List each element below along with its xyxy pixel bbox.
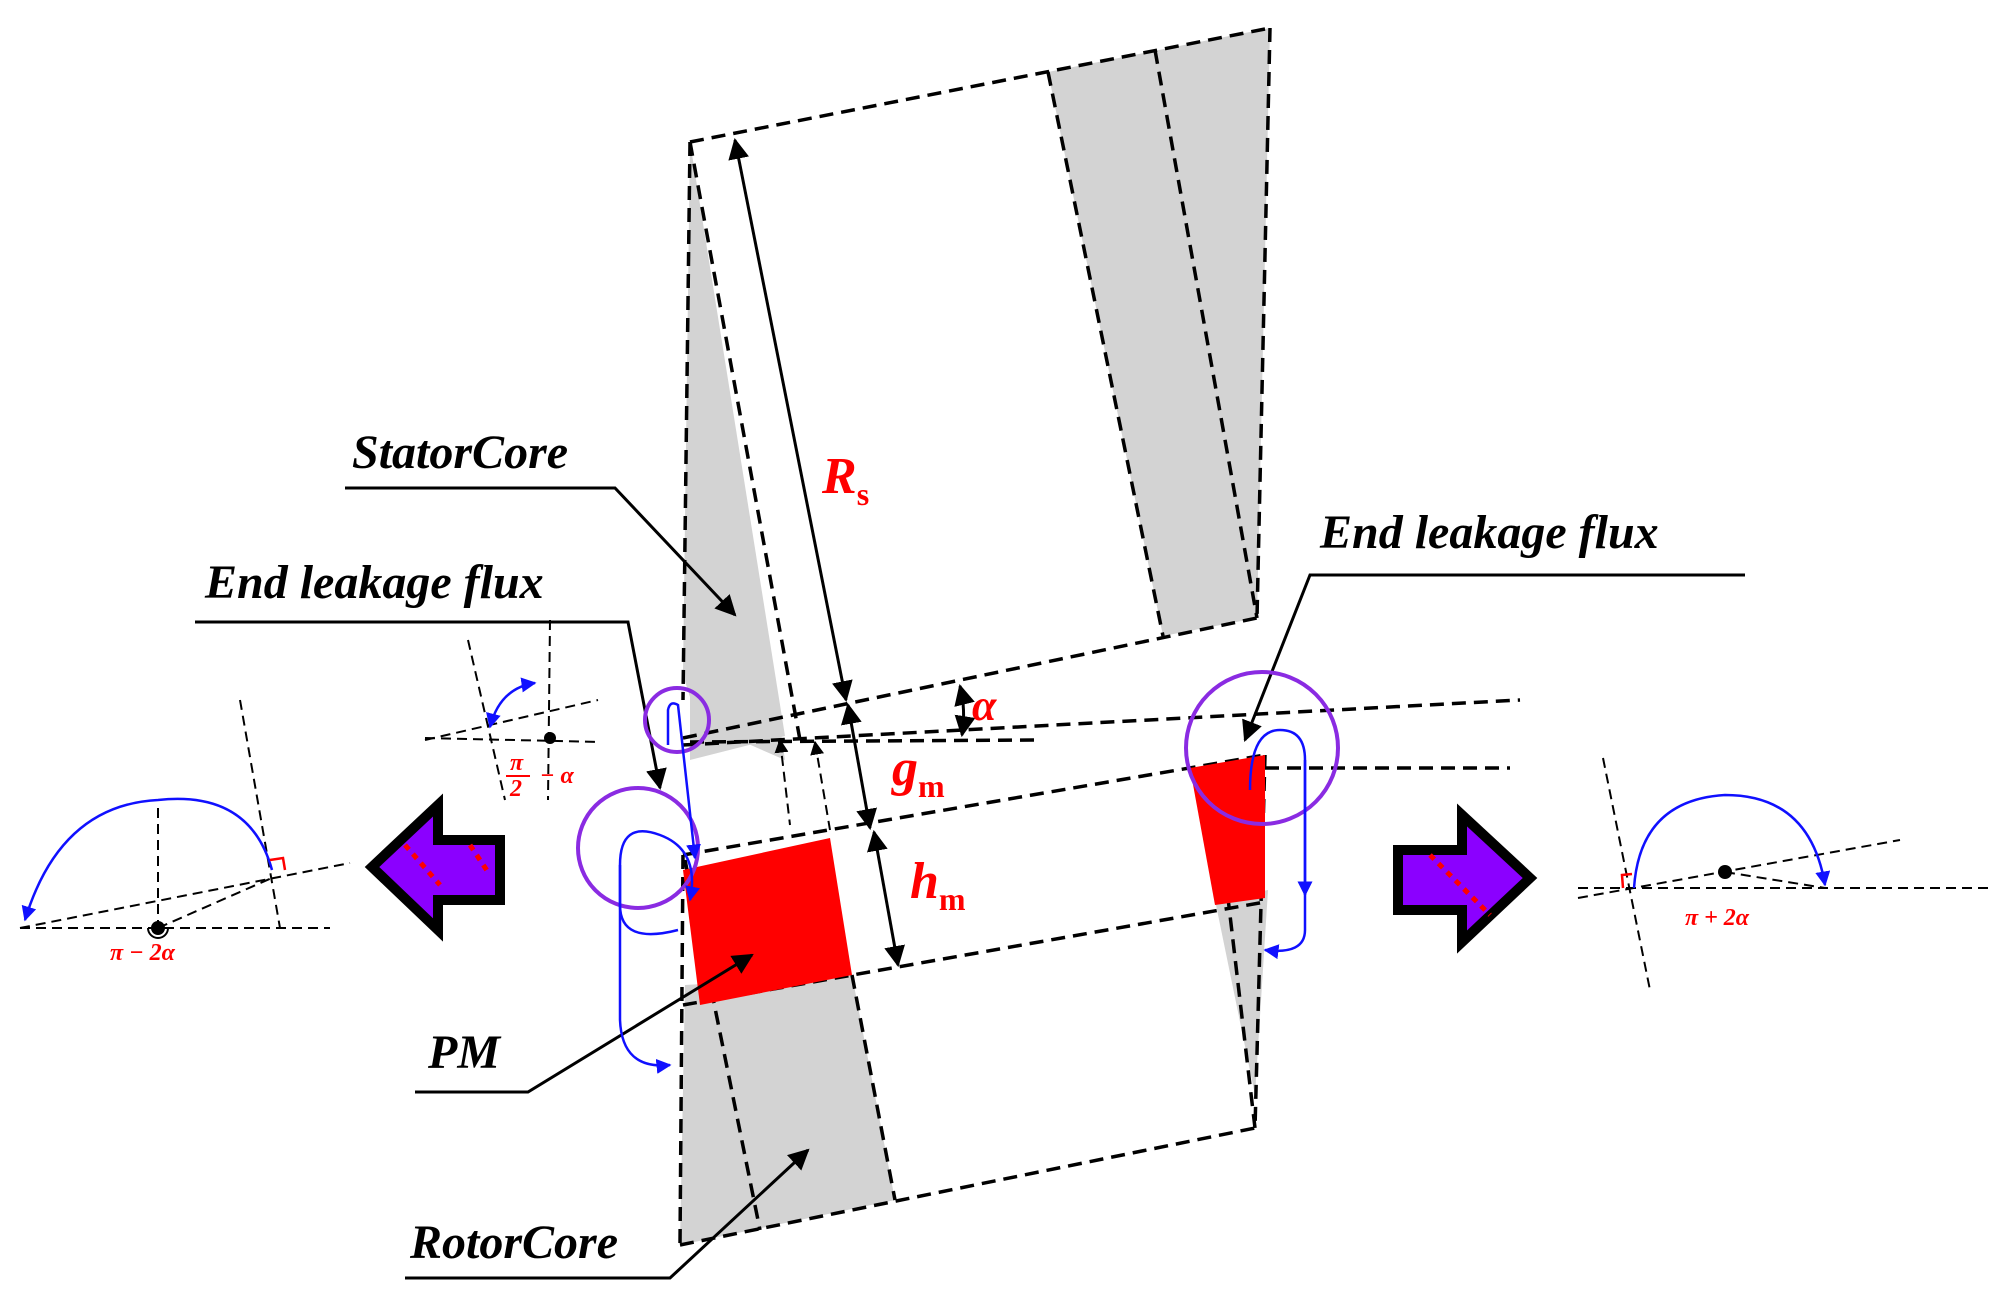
end-leakage-left-label: End leakage flux [204, 556, 544, 609]
rotor-inner-skew-b [850, 974, 897, 1201]
magnet-top-line [682, 753, 1266, 857]
rs-dimension-arrow [728, 137, 853, 703]
small-angle-numerator: π [510, 750, 524, 776]
stator-core-label: StatorCore [352, 426, 568, 479]
stator-core-left-strip [690, 142, 785, 760]
leakage-circle-right [1184, 670, 1340, 826]
flux-loop-left-inner [666, 702, 701, 860]
flux-loop-left-outer [618, 830, 700, 936]
stator-inner-skew-b [1046, 71, 1165, 637]
small-angle-tail: − α [540, 763, 575, 789]
small-angle-denominator: 2 [509, 776, 522, 802]
stator-bottom-skew-edge [682, 616, 1258, 740]
left-direction-arrow [364, 793, 505, 942]
stator-inner-skew-c [1153, 49, 1259, 619]
gm-helper-arrow-1 [774, 738, 791, 826]
hm-symbol: hm [910, 853, 966, 917]
hm-dimension-arrow [867, 829, 905, 968]
rotor-right-edge [1253, 754, 1267, 1129]
rotor-bottom-edge [679, 1126, 1256, 1247]
airgap-line [682, 698, 1521, 747]
stator-core-right-region [1048, 28, 1270, 636]
end-leakage-right-label: End leakage flux [1319, 506, 1659, 559]
left-angle-inset: π − 2α [19, 699, 351, 966]
alpha-reference-line [689, 738, 1041, 744]
rotor-inner-skew-a [683, 859, 762, 1231]
right-angle-inset: π + 2α [1577, 757, 1990, 991]
rotor-core-label: RotorCore [409, 1216, 618, 1269]
flux-loop-right-inner [1248, 728, 1313, 897]
stator-top-edge [689, 26, 1271, 144]
pm-label: PM [427, 1026, 502, 1079]
left-angle-label: π − 2α [110, 940, 176, 966]
stator-left-edge [681, 141, 692, 701]
stator-right-edge [1255, 27, 1272, 619]
end-leakage-left-leader [195, 620, 667, 791]
pm-magnet-left [683, 838, 852, 1005]
gm-dimension-arrow [840, 702, 878, 831]
rotor-core-right-region [1215, 890, 1268, 1095]
small-angle-inset: π 2 − α [424, 619, 601, 802]
leakage-circle-left-small [643, 686, 711, 754]
rotor-core-leader [405, 1148, 810, 1280]
pm-magnet-right [1190, 755, 1265, 905]
flux-loop-right-outer [1263, 760, 1307, 960]
end-leakage-right-leader [1242, 573, 1745, 742]
rs-symbol: Rs [821, 448, 869, 512]
gm-symbol: gm [891, 740, 945, 804]
gm-helper-arrow-2 [810, 740, 831, 831]
rotor-core-left-region [680, 975, 895, 1245]
right-direction-arrow [1393, 803, 1538, 954]
alpha-symbol: α [972, 681, 997, 730]
stator-core-leader [345, 486, 737, 617]
flux-loop-left-lower [618, 865, 672, 1074]
pm-leader [415, 953, 754, 1094]
alpha-angle-arc [954, 683, 976, 738]
right-angle-label: π + 2α [1685, 905, 1750, 931]
